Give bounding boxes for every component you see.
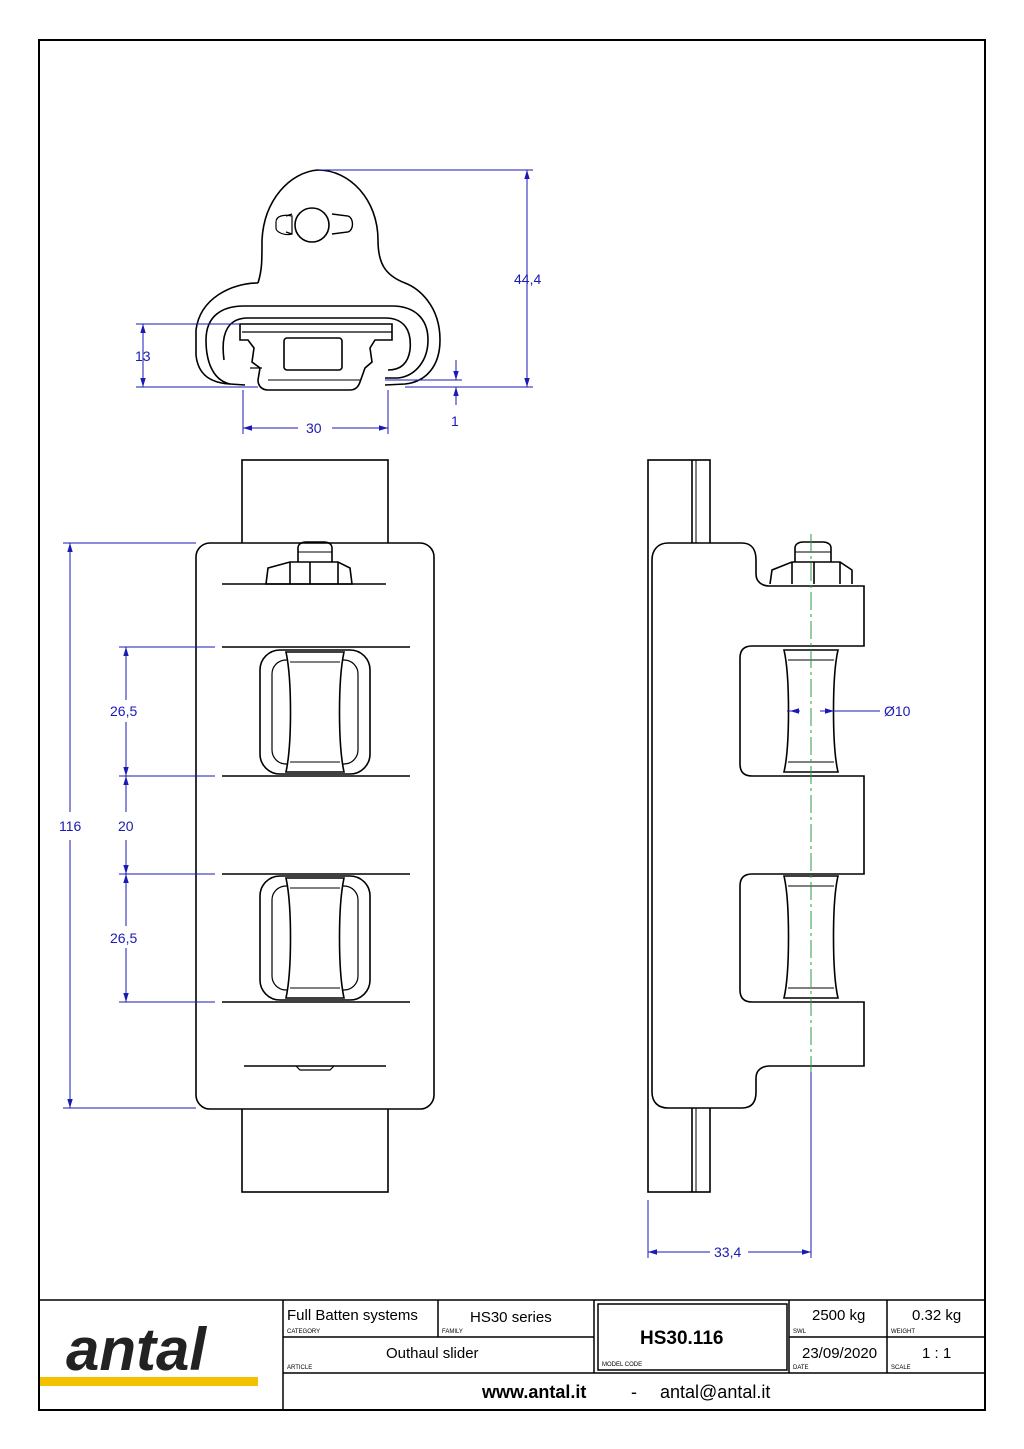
side-view-nut bbox=[769, 561, 853, 585]
swl-caption: SWL bbox=[793, 1329, 807, 1335]
email-link[interactable]: antal@antal.it bbox=[660, 1382, 770, 1402]
dim-width-30: 30 bbox=[306, 420, 322, 436]
end-view-window bbox=[283, 337, 343, 371]
logo-antal: antal bbox=[66, 1316, 207, 1383]
family-value: HS30 series bbox=[470, 1309, 552, 1326]
side-view-dimensions bbox=[647, 708, 880, 1258]
front-view-roller-2 bbox=[285, 877, 345, 999]
category-value: Full Batten systems bbox=[287, 1307, 418, 1324]
scale-value: 1 : 1 bbox=[922, 1345, 951, 1362]
weight-value: 0.32 kg bbox=[912, 1307, 961, 1324]
website-link[interactable]: www.antal.it bbox=[481, 1382, 586, 1402]
article-value: Outhaul slider bbox=[386, 1345, 479, 1362]
weight-caption: WEIGHT bbox=[891, 1329, 915, 1335]
model-code-caption: MODEL CODE bbox=[602, 1362, 642, 1368]
end-view-shackle-pin bbox=[294, 207, 330, 243]
side-view-roller-2 bbox=[782, 875, 840, 999]
article-caption: ARTICLE bbox=[287, 1365, 312, 1371]
dim-roller-pitch-1: 26,5 bbox=[110, 703, 137, 719]
sheet-border bbox=[38, 39, 986, 1411]
end-view-slider-body bbox=[239, 323, 393, 391]
dim-roller-spacing-20: 20 bbox=[118, 818, 134, 834]
date-caption: DATE bbox=[793, 1365, 809, 1371]
date-value: 23/09/2020 bbox=[802, 1345, 877, 1362]
front-view-roller-1 bbox=[285, 651, 345, 773]
dim-length-116: 116 bbox=[59, 818, 82, 834]
category-caption: CATEGORY bbox=[287, 1329, 320, 1335]
dim-roller-pitch-2: 26,5 bbox=[110, 930, 137, 946]
family-caption: FAMILY bbox=[442, 1329, 463, 1335]
end-view-dimensions bbox=[136, 169, 533, 434]
front-view bbox=[195, 459, 435, 1193]
end-view-hook bbox=[205, 305, 429, 385]
dim-rail-height-13: 13 bbox=[135, 348, 151, 364]
front-view-rail-top bbox=[241, 459, 389, 545]
end-view-slot bbox=[222, 317, 412, 371]
title-block bbox=[39, 1299, 985, 1410]
side-view-body bbox=[651, 542, 865, 1109]
front-view-roller-window-2 bbox=[259, 875, 371, 1001]
model-code-value: HS30.116 bbox=[640, 1328, 723, 1349]
end-view-outline bbox=[195, 169, 441, 386]
dim-pin-diameter: Ø10 bbox=[884, 703, 911, 719]
front-view-body bbox=[195, 542, 435, 1110]
dim-side-depth-33-4: 33,4 bbox=[714, 1244, 741, 1260]
end-view bbox=[195, 169, 441, 391]
swl-value: 2500 kg bbox=[812, 1307, 865, 1324]
contact-separator: - bbox=[631, 1382, 637, 1402]
side-view bbox=[647, 459, 865, 1193]
dim-gap-1: 1 bbox=[451, 413, 459, 429]
logo-accent-bar bbox=[40, 1377, 258, 1386]
scale-caption: SCALE bbox=[891, 1365, 911, 1371]
front-view-rail-bottom bbox=[241, 1107, 389, 1193]
dim-height-44-4: 44,4 bbox=[514, 271, 541, 287]
front-view-roller-window-1 bbox=[259, 649, 371, 775]
front-view-dimensions bbox=[63, 542, 215, 1109]
